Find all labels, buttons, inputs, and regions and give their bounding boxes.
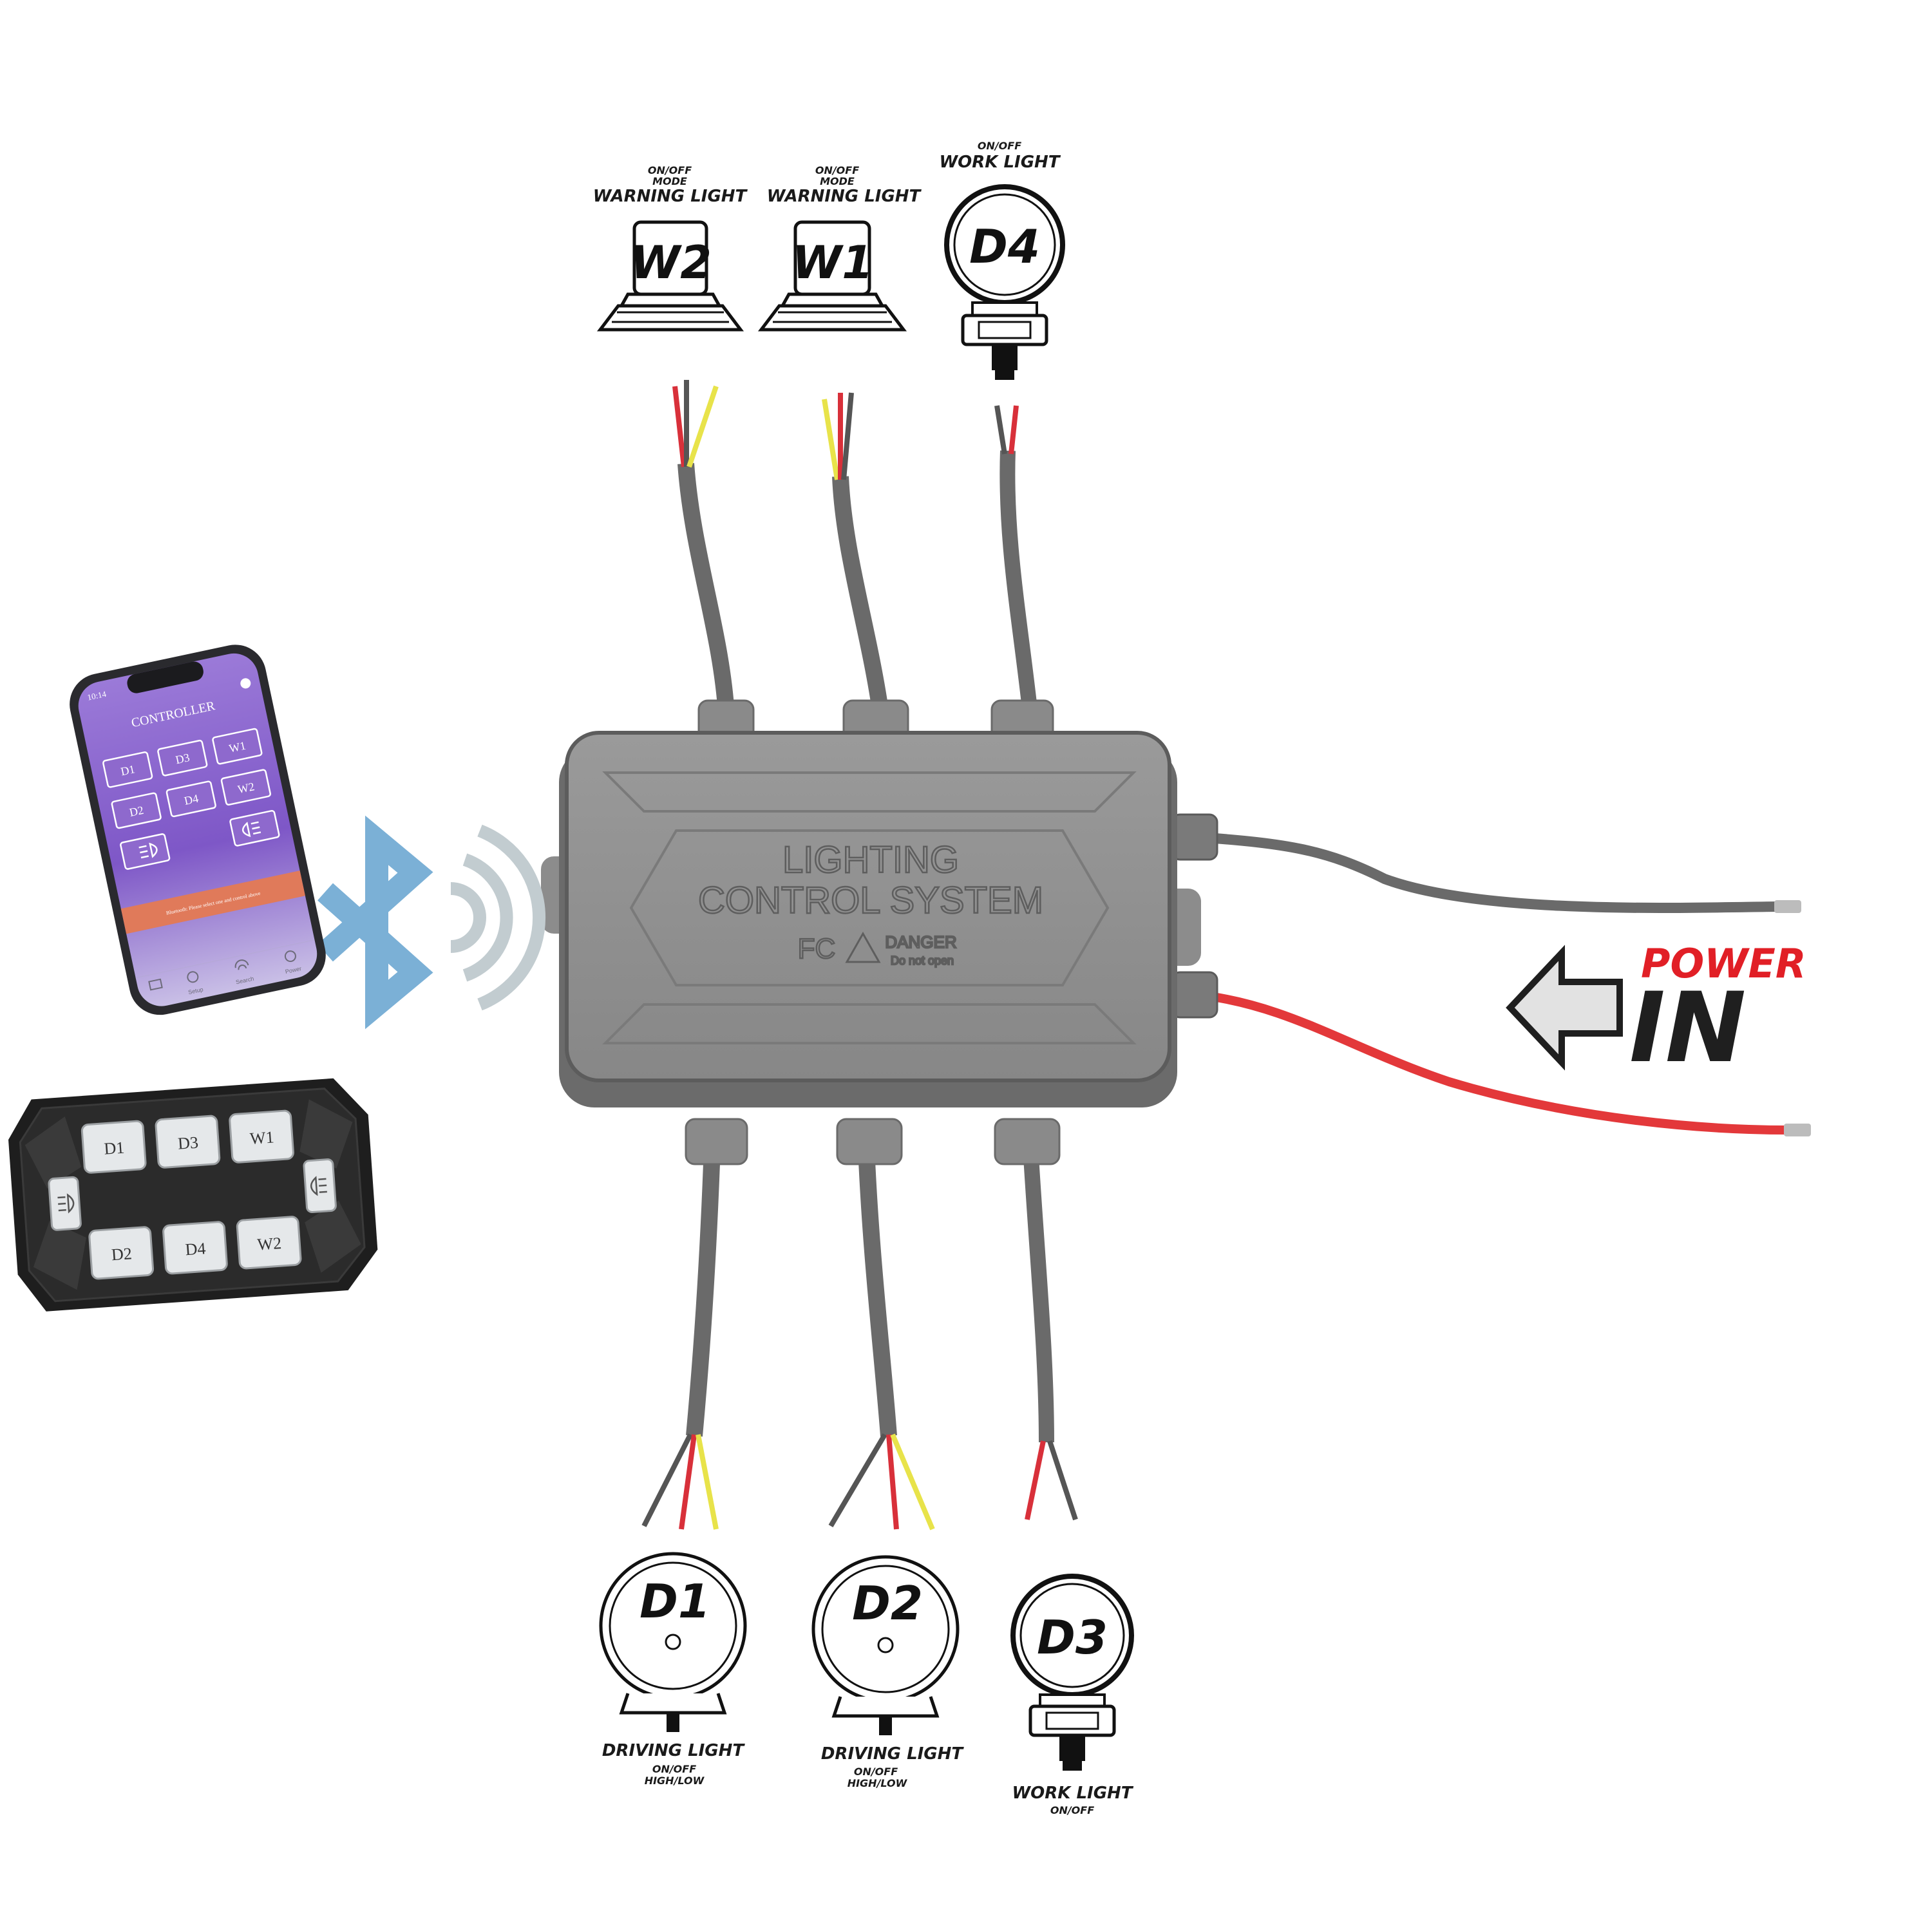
d1-line1: ON/OFF <box>652 1763 696 1775</box>
remote: D1 D3 W1 D2 D4 W2 <box>8 1078 378 1312</box>
signal-waves-icon <box>450 824 546 1011</box>
d4-title: WORK LIGHT <box>939 153 1061 172</box>
d2-title: DRIVING LIGHT <box>821 1744 965 1764</box>
in-label: IN <box>1629 972 1746 1084</box>
wifi-icon[interactable] <box>234 959 249 970</box>
light-d2: D2 DRIVING LIGHT ON/OFF HIGH/LOW <box>811 1555 965 1789</box>
cable-w1 <box>822 392 889 716</box>
controller-line2: CONTROL SYSTEM <box>698 880 1043 921</box>
w2-title: WARNING LIGHT <box>593 187 748 206</box>
light-w2: ON/OFF MODE WARNING LIGHT W2 <box>593 164 748 332</box>
d1-code: D1 <box>639 1574 710 1628</box>
top-connectors <box>697 699 1054 740</box>
w1-line2: MODE <box>820 175 855 187</box>
remote-btn-d4-label: D4 <box>185 1239 207 1259</box>
d2-line1: ON/OFF <box>854 1766 898 1778</box>
phone-btn-w1[interactable] <box>212 728 263 765</box>
w1-code: W1 <box>792 236 873 289</box>
cable-d1 <box>641 1145 721 1530</box>
d3-line1: ON/OFF <box>1050 1804 1094 1816</box>
phone-btn-d2-label: D2 <box>128 804 145 819</box>
remote-btn-d3-label: D3 <box>177 1133 199 1153</box>
phone-btn-d3-label: D3 <box>175 751 191 766</box>
danger-text: DANGER <box>885 932 956 952</box>
power-cable-black <box>1197 832 1801 913</box>
low-beam-icon <box>138 842 158 859</box>
cable-d2 <box>828 1145 935 1531</box>
w1-title: WARNING LIGHT <box>767 187 922 206</box>
remote-btn-w1[interactable] <box>229 1109 294 1163</box>
remote-btn-w1-label: W1 <box>249 1127 274 1148</box>
power-icon[interactable] <box>284 950 296 963</box>
cable-d3 <box>1023 1145 1078 1521</box>
gear-icon[interactable] <box>187 971 199 983</box>
bluetooth-icon <box>317 815 433 1030</box>
controller-box: LIGHTING CONTROL SYSTEM FC DANGER Do not… <box>541 731 1201 1107</box>
d1-line2: HIGH/LOW <box>645 1775 705 1787</box>
power-cable-red <box>1197 990 1811 1136</box>
phone-btn-w2[interactable] <box>220 769 271 806</box>
remote-high-beam-icon <box>310 1176 327 1196</box>
power-in: POWER IN <box>1506 940 1806 1084</box>
d2-code: D2 <box>852 1576 923 1630</box>
d3-title: WORK LIGHT <box>1012 1784 1133 1803</box>
remote-btn-d4[interactable] <box>162 1221 228 1275</box>
d1-title: DRIVING LIGHT <box>602 1741 746 1760</box>
light-d3: D3 WORK LIGHT ON/OFF <box>1010 1574 1134 1816</box>
high-beam-icon <box>242 821 261 838</box>
w1-line1: ON/OFF <box>815 164 859 176</box>
remote-low-beam-icon <box>57 1193 75 1214</box>
controller-line1: LIGHTING <box>782 839 959 881</box>
home-icon[interactable] <box>148 978 163 991</box>
phone-btn-d2[interactable] <box>111 792 162 829</box>
remote-btn-w2[interactable] <box>236 1216 302 1270</box>
power-label: POWER <box>1641 940 1806 987</box>
arrow-left-icon <box>1506 945 1623 1071</box>
phone-btn-d1[interactable] <box>102 751 153 788</box>
bottom-connectors <box>685 1118 1061 1165</box>
remote-btn-d1[interactable] <box>80 1120 147 1174</box>
d4-line1: ON/OFF <box>978 140 1021 152</box>
remote-btn-d1-label: D1 <box>103 1138 125 1158</box>
remote-btn-d3[interactable] <box>155 1115 221 1169</box>
remote-btn-w2-label: W2 <box>257 1234 282 1254</box>
w2-code: W2 <box>630 236 712 289</box>
d4-code: D4 <box>969 220 1040 274</box>
phone-btn-d1-label: D1 <box>120 762 137 778</box>
w2-line1: ON/OFF <box>648 164 692 176</box>
phone-btn-d3[interactable] <box>157 739 208 777</box>
remote-btn-d2[interactable] <box>88 1226 155 1280</box>
light-w1: ON/OFF MODE WARNING LIGHT W1 <box>757 164 922 332</box>
phone-btn-d4-label: D4 <box>183 792 200 807</box>
nav-setup[interactable]: Setup <box>187 986 204 996</box>
w2-line2: MODE <box>652 175 687 187</box>
warning-triangle-icon <box>845 931 881 963</box>
phone-btn-d4[interactable] <box>166 780 216 818</box>
fc-mark: FC <box>798 933 836 965</box>
light-d1: D1 DRIVING LIGHT ON/OFF HIGH/LOW <box>599 1552 747 1787</box>
cable-w2 <box>672 380 735 715</box>
cable-d4 <box>994 405 1038 716</box>
remote-btn-d2-label: D2 <box>111 1244 133 1264</box>
danger-sub: Do not open <box>891 954 954 967</box>
d3-code: D3 <box>1037 1610 1108 1664</box>
phone: 10:14 CONTROLLER D1 D3 W1 D2 D4 W2 Bluet… <box>70 645 326 1015</box>
status-banner <box>120 871 305 934</box>
d2-line2: HIGH/LOW <box>848 1777 908 1789</box>
user-icon <box>240 678 251 689</box>
phone-time: 10:14 <box>86 689 108 702</box>
light-d4: ON/OFF WORK LIGHT D4 <box>939 140 1065 380</box>
